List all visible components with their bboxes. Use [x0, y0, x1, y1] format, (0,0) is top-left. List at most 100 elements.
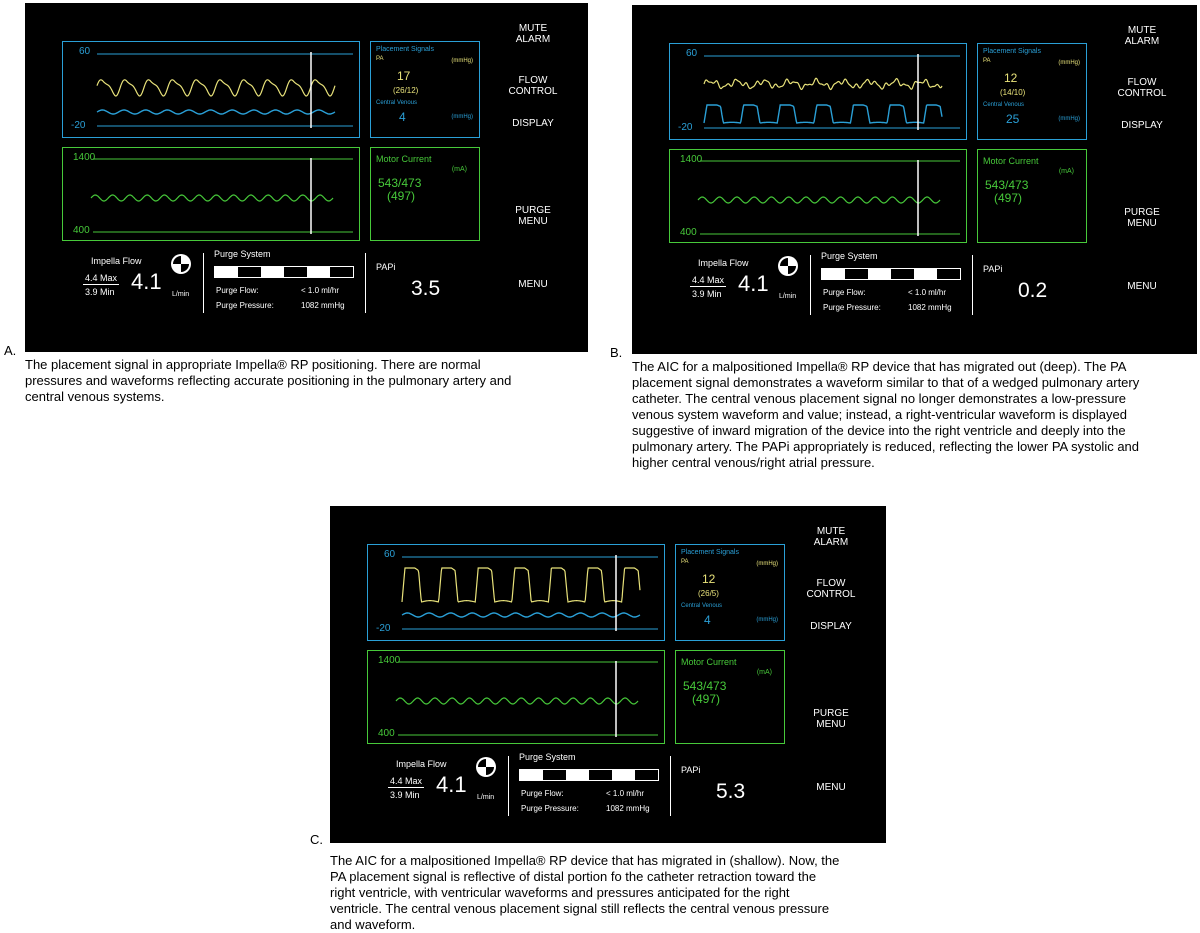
flow-unit: L/min — [172, 291, 190, 298]
pa-value: 12 — [702, 572, 716, 586]
purge-system-title: Purge System — [821, 251, 878, 261]
pa-value: 12 — [1004, 71, 1018, 85]
purge-segment — [284, 267, 307, 277]
purge-flow-value: < 1.0 ml/hr — [908, 288, 947, 297]
scale-label-top: 60 — [686, 48, 698, 59]
pa-label: PA — [681, 559, 689, 565]
menu-button[interactable]: MENU — [1127, 281, 1157, 292]
purge-system-title: Purge System — [214, 249, 271, 259]
flow-value: 4.1 — [131, 269, 162, 294]
cv-value: 4 — [704, 613, 711, 627]
flow-value: 4.1 — [436, 772, 467, 797]
divider-1 — [810, 255, 811, 315]
menu-button[interactable]: MENU — [518, 279, 548, 290]
pa-unit: (mmHg) — [1058, 60, 1080, 66]
papi-value: 3.5 — [411, 277, 441, 300]
scale-label-top: 60 — [384, 549, 396, 560]
pa-waveform — [96, 79, 336, 97]
motor-current-unit: (mA) — [1058, 168, 1074, 175]
placement-graph-box: 60 -20 — [367, 544, 665, 641]
motor-current-value: 543/473 — [985, 178, 1029, 192]
menu-button[interactable]: MENU — [816, 782, 846, 793]
display-button[interactable]: DISPLAY — [1121, 120, 1163, 131]
motor-current-average: (497) — [994, 191, 1023, 205]
purge-pressure-label: Purge Pressure: — [823, 303, 881, 312]
purge-segment — [566, 770, 589, 780]
flow-unit: L/min — [477, 794, 495, 801]
motor-current-box: Motor Current(mA)543/473(497) — [675, 650, 785, 744]
purge-progress-bar — [821, 268, 961, 280]
purge-segment — [914, 269, 937, 279]
divider-1 — [508, 756, 509, 816]
papi-label: PAPi — [376, 262, 396, 272]
central-venous-label: Central Venous — [681, 603, 723, 609]
motor-wave-line — [395, 697, 639, 705]
pa-unit: (mmHg) — [451, 58, 473, 64]
placement-waveform — [703, 54, 960, 130]
flow-unit: L/min — [779, 293, 797, 300]
purge-flow-value: < 1.0 ml/hr — [301, 286, 340, 295]
motor-current-box: Motor Current(mA)543/473(497) — [370, 147, 480, 241]
flow-min: 3.9 Min — [692, 289, 722, 299]
cv-waveform — [703, 104, 943, 124]
motor-current-waveform — [90, 158, 353, 234]
purge-flow-label: Purge Flow: — [823, 288, 866, 297]
impella-fan-icon — [170, 253, 192, 275]
purge-segment — [822, 269, 845, 279]
purge-pressure-label: Purge Pressure: — [216, 301, 274, 310]
purge-segment — [238, 267, 261, 277]
purge-segment — [845, 269, 868, 279]
placement-signals-title: Placement Signals — [681, 549, 739, 556]
impella-flow-label: Impella Flow — [91, 256, 142, 266]
scale-label-top: 1400 — [378, 655, 401, 666]
motor-current-average: (497) — [692, 692, 721, 706]
papi-label: PAPi — [983, 264, 1003, 274]
purge-segment — [612, 770, 635, 780]
purge-flow-label: Purge Flow: — [216, 286, 259, 295]
papi-label: PAPi — [681, 765, 701, 775]
panel-letter-c: C. — [310, 832, 323, 847]
purge-progress-bar — [214, 266, 354, 278]
scale-label-bottom: -20 — [71, 120, 86, 131]
placement-signals-title: Placement Signals — [983, 48, 1041, 55]
scale-label-top: 1400 — [680, 154, 703, 165]
cv-waveform — [401, 612, 641, 618]
purge-segment — [307, 267, 330, 277]
flow-max: 4.4 Max — [690, 275, 727, 287]
central-venous-label: Central Venous — [376, 100, 418, 106]
scale-label-bottom: 400 — [378, 728, 395, 739]
pa-systolic-diastolic: (26/12) — [393, 86, 419, 95]
purge-segment — [520, 770, 543, 780]
divider-2 — [365, 253, 366, 313]
motor-current-value: 543/473 — [683, 679, 727, 693]
divider-1 — [203, 253, 204, 313]
display-button[interactable]: DISPLAY — [512, 118, 554, 129]
flow-value: 4.1 — [738, 271, 769, 296]
scale-label-bottom: -20 — [376, 623, 391, 634]
display-button[interactable]: DISPLAY — [810, 621, 852, 632]
purge-segment — [330, 267, 353, 277]
purge-segment — [891, 269, 914, 279]
placement-graph-box: 60-20 — [669, 43, 967, 140]
purge-progress-bar — [519, 769, 659, 781]
scale-label-top: 1400 — [73, 152, 96, 163]
placement-waveform — [401, 555, 658, 631]
panel-letter-a: A. — [4, 343, 17, 358]
placement-waveform — [96, 52, 353, 128]
pa-waveform — [703, 77, 943, 91]
purge-pressure-value: 1082 mmHg — [606, 804, 650, 813]
motor-wave-line — [697, 196, 941, 204]
